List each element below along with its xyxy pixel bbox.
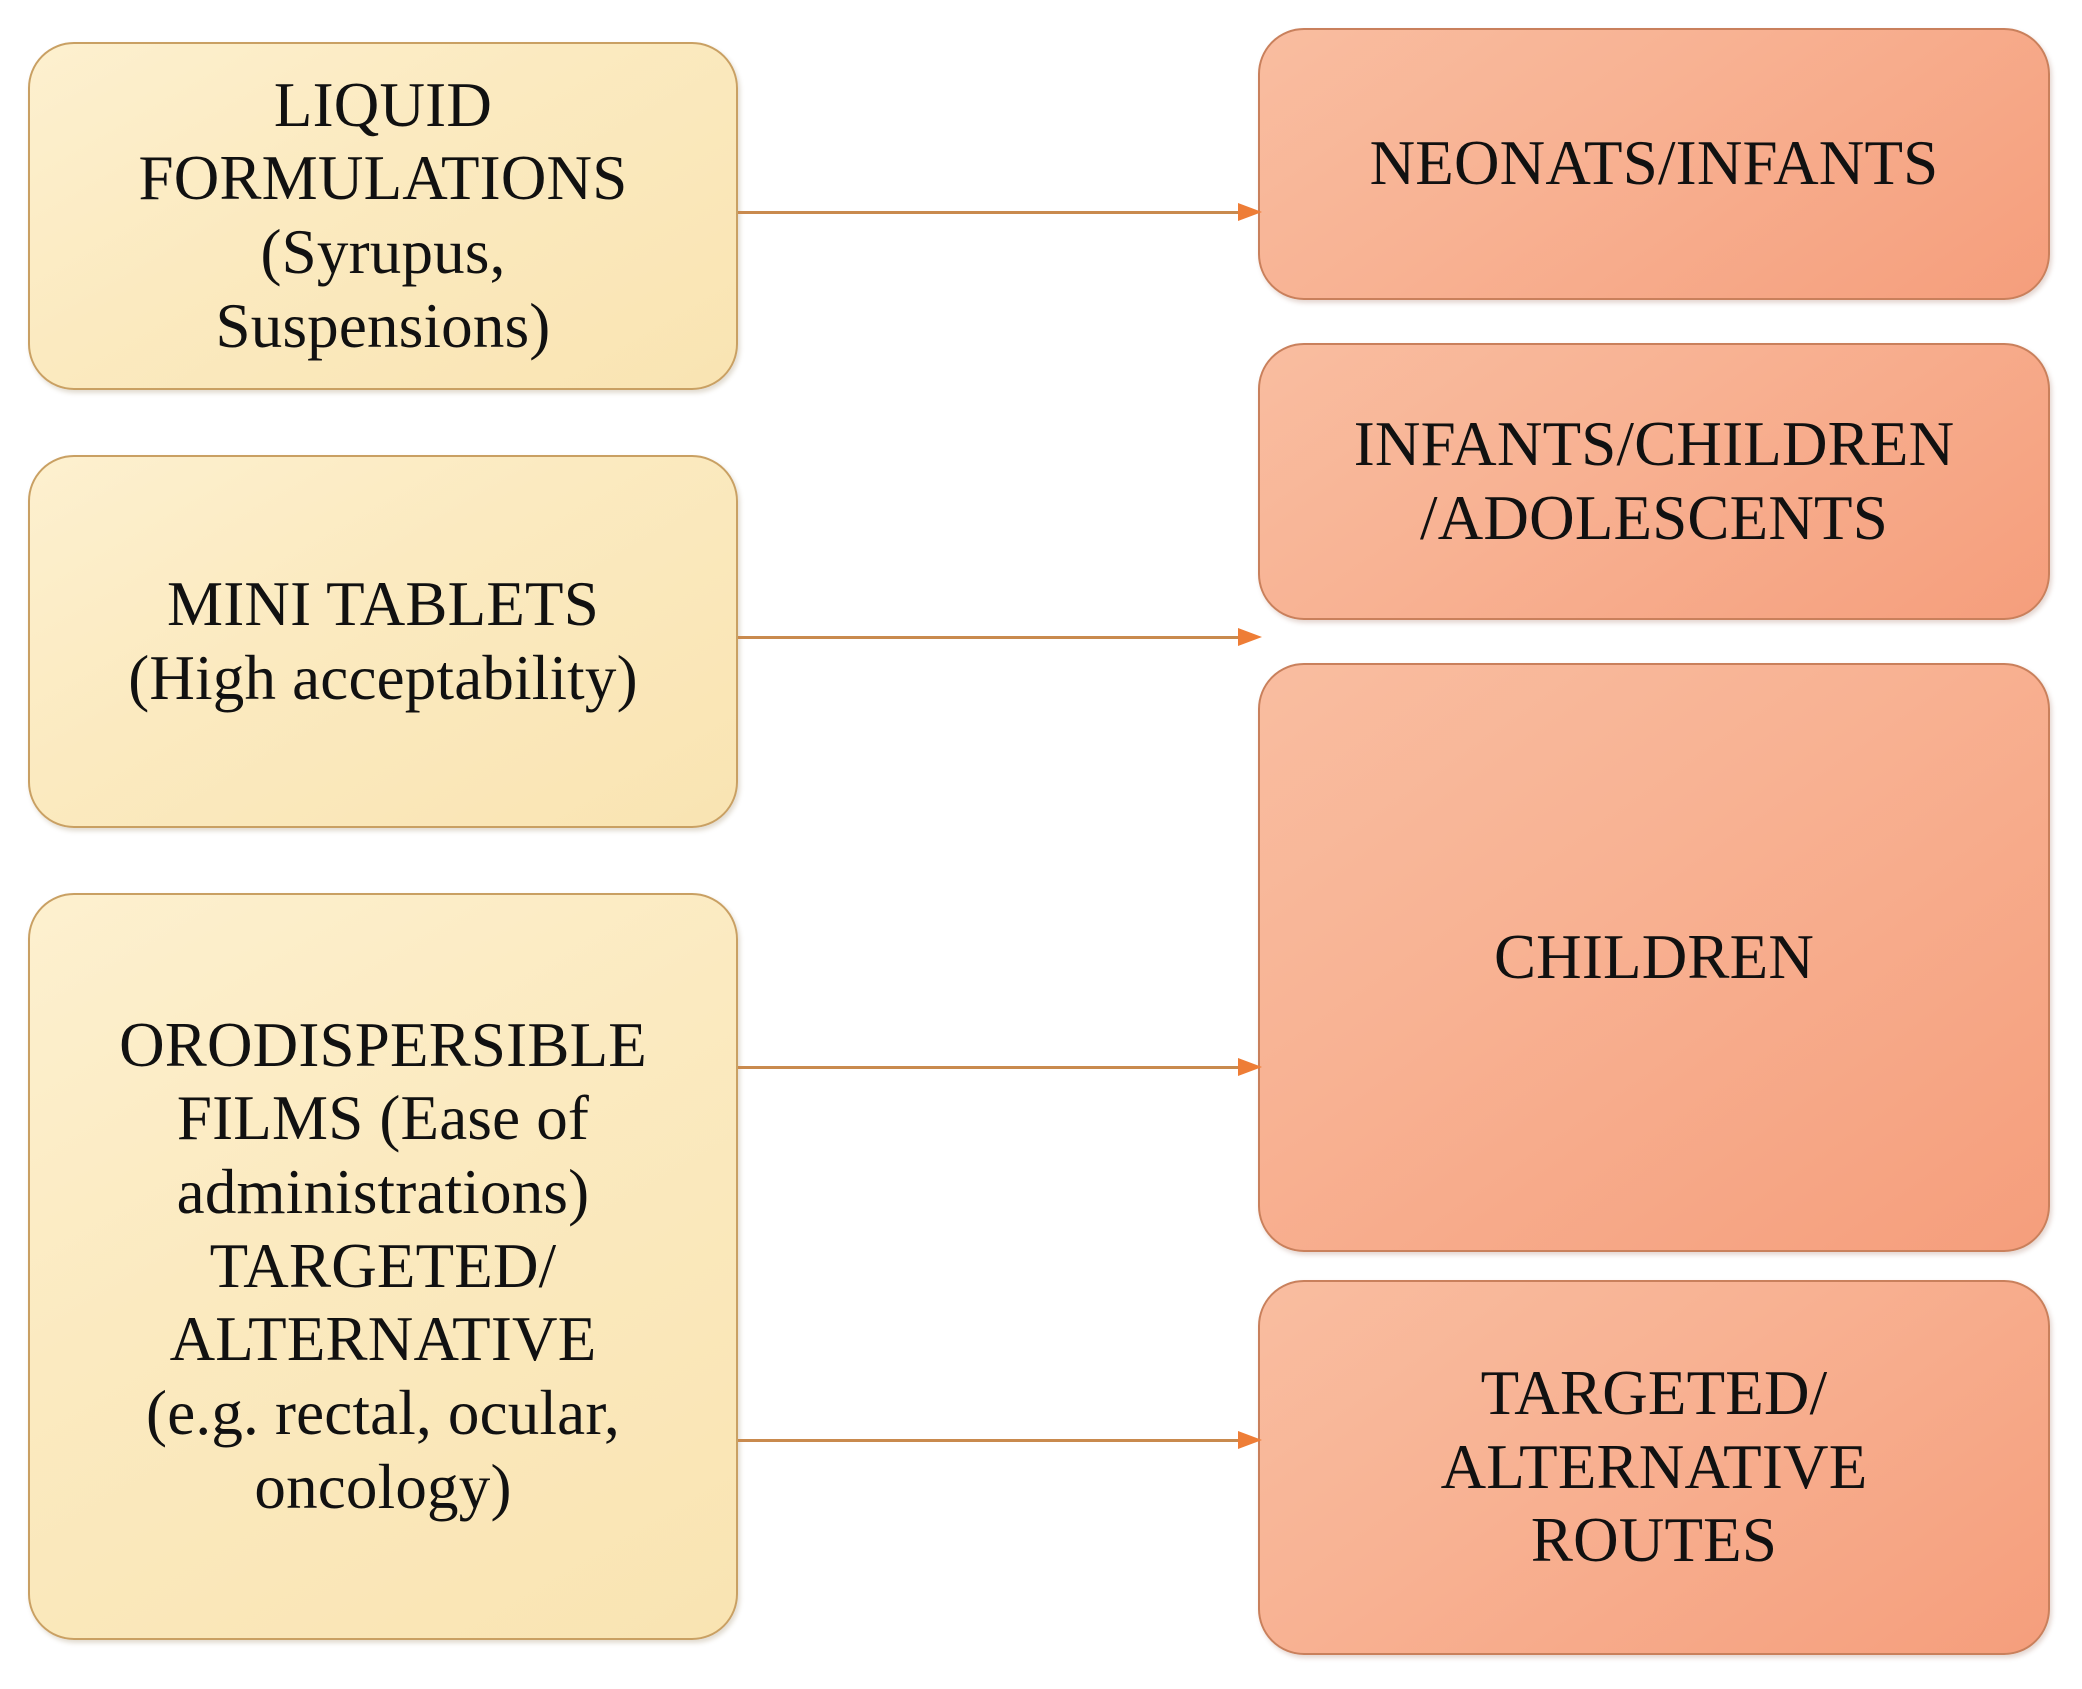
node-mini-tablets[interactable]: MINI TABLETS (High acceptability): [28, 455, 738, 828]
arrow-liquid-to-neonats: [738, 203, 1262, 221]
node-infants-children-adolescents[interactable]: INFANTS/CHILDREN /ADOLESCENTS: [1258, 343, 2050, 620]
connector-shaft: [738, 1066, 1240, 1069]
node-orodispersible-films[interactable]: ORODISPERSIBLE FILMS (Ease of administra…: [28, 893, 738, 1640]
arrow-mini-to-infants: [738, 628, 1262, 646]
node-liquid-formulations[interactable]: LIQUID FORMULATIONS (Syrupus, Suspension…: [28, 42, 738, 390]
node-children[interactable]: CHILDREN: [1258, 663, 2050, 1252]
arrow-oro-to-children: [738, 1058, 1262, 1076]
node-targeted-alternative-routes[interactable]: TARGETED/ ALTERNATIVE ROUTES: [1258, 1280, 2050, 1655]
arrow-oro-to-targeted: [738, 1431, 1262, 1449]
connector-shaft: [738, 636, 1240, 639]
connector-shaft: [738, 211, 1240, 214]
arrow-right-icon: [1238, 628, 1262, 646]
node-neonats-infants[interactable]: NEONATS/INFANTS: [1258, 28, 2050, 300]
connector-shaft: [738, 1439, 1240, 1442]
